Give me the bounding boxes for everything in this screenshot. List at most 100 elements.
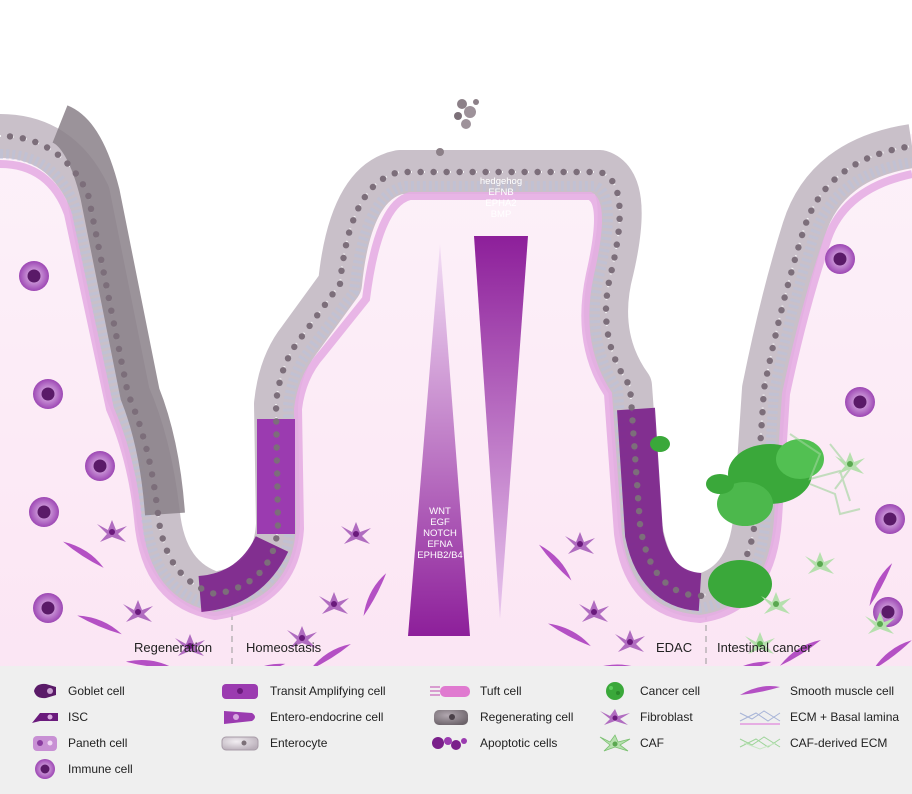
nucleus — [495, 169, 501, 175]
fibroblast-nucleus — [877, 621, 883, 627]
nucleus — [256, 570, 262, 576]
regenerating-cell-icon — [428, 707, 472, 727]
legend-item-caf: CAF — [598, 732, 664, 754]
nucleus — [106, 295, 112, 301]
nucleus — [760, 396, 766, 402]
nucleus — [662, 579, 668, 585]
legend-item-caf-ecm: CAF-derived ECM — [738, 732, 887, 754]
nucleus — [781, 294, 787, 300]
signal-hedgehog: hedgehog — [474, 176, 528, 187]
nucleus — [355, 205, 361, 211]
nucleus — [534, 169, 540, 175]
nucleus — [392, 170, 398, 176]
nucleus — [778, 307, 784, 313]
nucleus — [775, 320, 781, 326]
nucleus — [108, 308, 114, 314]
nucleus — [143, 446, 149, 452]
nucleus — [275, 522, 281, 528]
nucleus — [273, 418, 279, 424]
legend-item-paneth: Paneth cell — [30, 732, 127, 754]
nucleus — [274, 496, 280, 502]
nucleus — [343, 242, 349, 248]
isc-icon — [30, 707, 60, 727]
immune-cell-nucleus — [882, 606, 895, 619]
nucleus — [235, 584, 241, 590]
legend-label: Apoptotic cells — [480, 736, 557, 750]
nucleus — [337, 281, 343, 287]
nucleus — [443, 169, 449, 175]
signal-efna: EFNA — [412, 539, 468, 550]
nucleus — [482, 169, 488, 175]
nucleus — [767, 358, 773, 364]
nucleus — [616, 216, 622, 222]
immune-cell-nucleus — [38, 506, 51, 519]
fibroblast-nucleus — [627, 639, 633, 645]
nucleus — [132, 409, 138, 415]
fibroblast-nucleus — [847, 461, 853, 467]
nucleus — [611, 254, 617, 260]
nucleus — [417, 169, 423, 175]
nucleus — [614, 190, 620, 196]
panel-label-homeostasis: Homeostasis — [246, 640, 321, 655]
nucleus — [698, 593, 704, 599]
legend-item-isc: ISC — [30, 706, 88, 728]
nucleus — [157, 523, 163, 529]
nucleus — [799, 232, 805, 238]
nucleus — [618, 368, 624, 374]
cancer-cell-icon — [598, 680, 632, 702]
nucleus — [362, 194, 368, 200]
nucleus — [751, 526, 757, 532]
nucleus — [627, 391, 633, 397]
nucleus — [329, 291, 335, 297]
nucleus — [673, 587, 679, 593]
nucleus — [803, 219, 809, 225]
nucleus — [64, 160, 70, 166]
nucleus — [599, 170, 605, 176]
nucleus — [306, 323, 312, 329]
nucleus — [164, 548, 170, 554]
legend-label: Immune cell — [68, 762, 133, 776]
legend-label: Enterocyte — [270, 736, 327, 750]
nucleus — [85, 193, 91, 199]
nucleus — [759, 409, 765, 415]
nucleus — [149, 471, 155, 477]
nucleus — [170, 559, 176, 565]
nucleus — [285, 355, 291, 361]
nucleus — [299, 333, 305, 339]
nucleus — [744, 551, 750, 557]
nucleus — [604, 292, 610, 298]
nucleus — [136, 421, 142, 427]
nucleus — [276, 380, 282, 386]
nucleus — [748, 538, 754, 544]
nucleus — [314, 312, 320, 318]
nucleus — [772, 332, 778, 338]
nucleus — [155, 510, 161, 516]
nucleus — [901, 144, 907, 150]
immune-cell-nucleus — [854, 396, 867, 409]
nucleus — [380, 176, 386, 182]
signal-egf: EGF — [412, 517, 468, 528]
nucleus — [631, 443, 637, 449]
nucleus — [146, 459, 152, 465]
apoptotic-icon — [428, 733, 472, 753]
nucleus — [508, 169, 514, 175]
nucleus — [246, 578, 252, 584]
nucleus — [127, 396, 133, 402]
immune-cell-nucleus — [94, 460, 107, 473]
immune-cell-nucleus — [42, 388, 55, 401]
nucleus — [275, 509, 281, 515]
nucleus — [647, 558, 653, 564]
nucleus — [788, 269, 794, 275]
legend-label: Goblet cell — [68, 684, 125, 698]
signal-bmp: BMP — [474, 209, 528, 220]
nucleus — [456, 169, 462, 175]
nucleus — [612, 356, 618, 362]
nucleus — [632, 456, 638, 462]
nucleus — [636, 508, 642, 514]
legend-label: Tuft cell — [480, 684, 522, 698]
nucleus — [628, 404, 634, 410]
legend-label: Fibroblast — [640, 710, 693, 724]
nucleus — [338, 268, 344, 274]
nucleus — [274, 470, 280, 476]
nucleus — [795, 244, 801, 250]
